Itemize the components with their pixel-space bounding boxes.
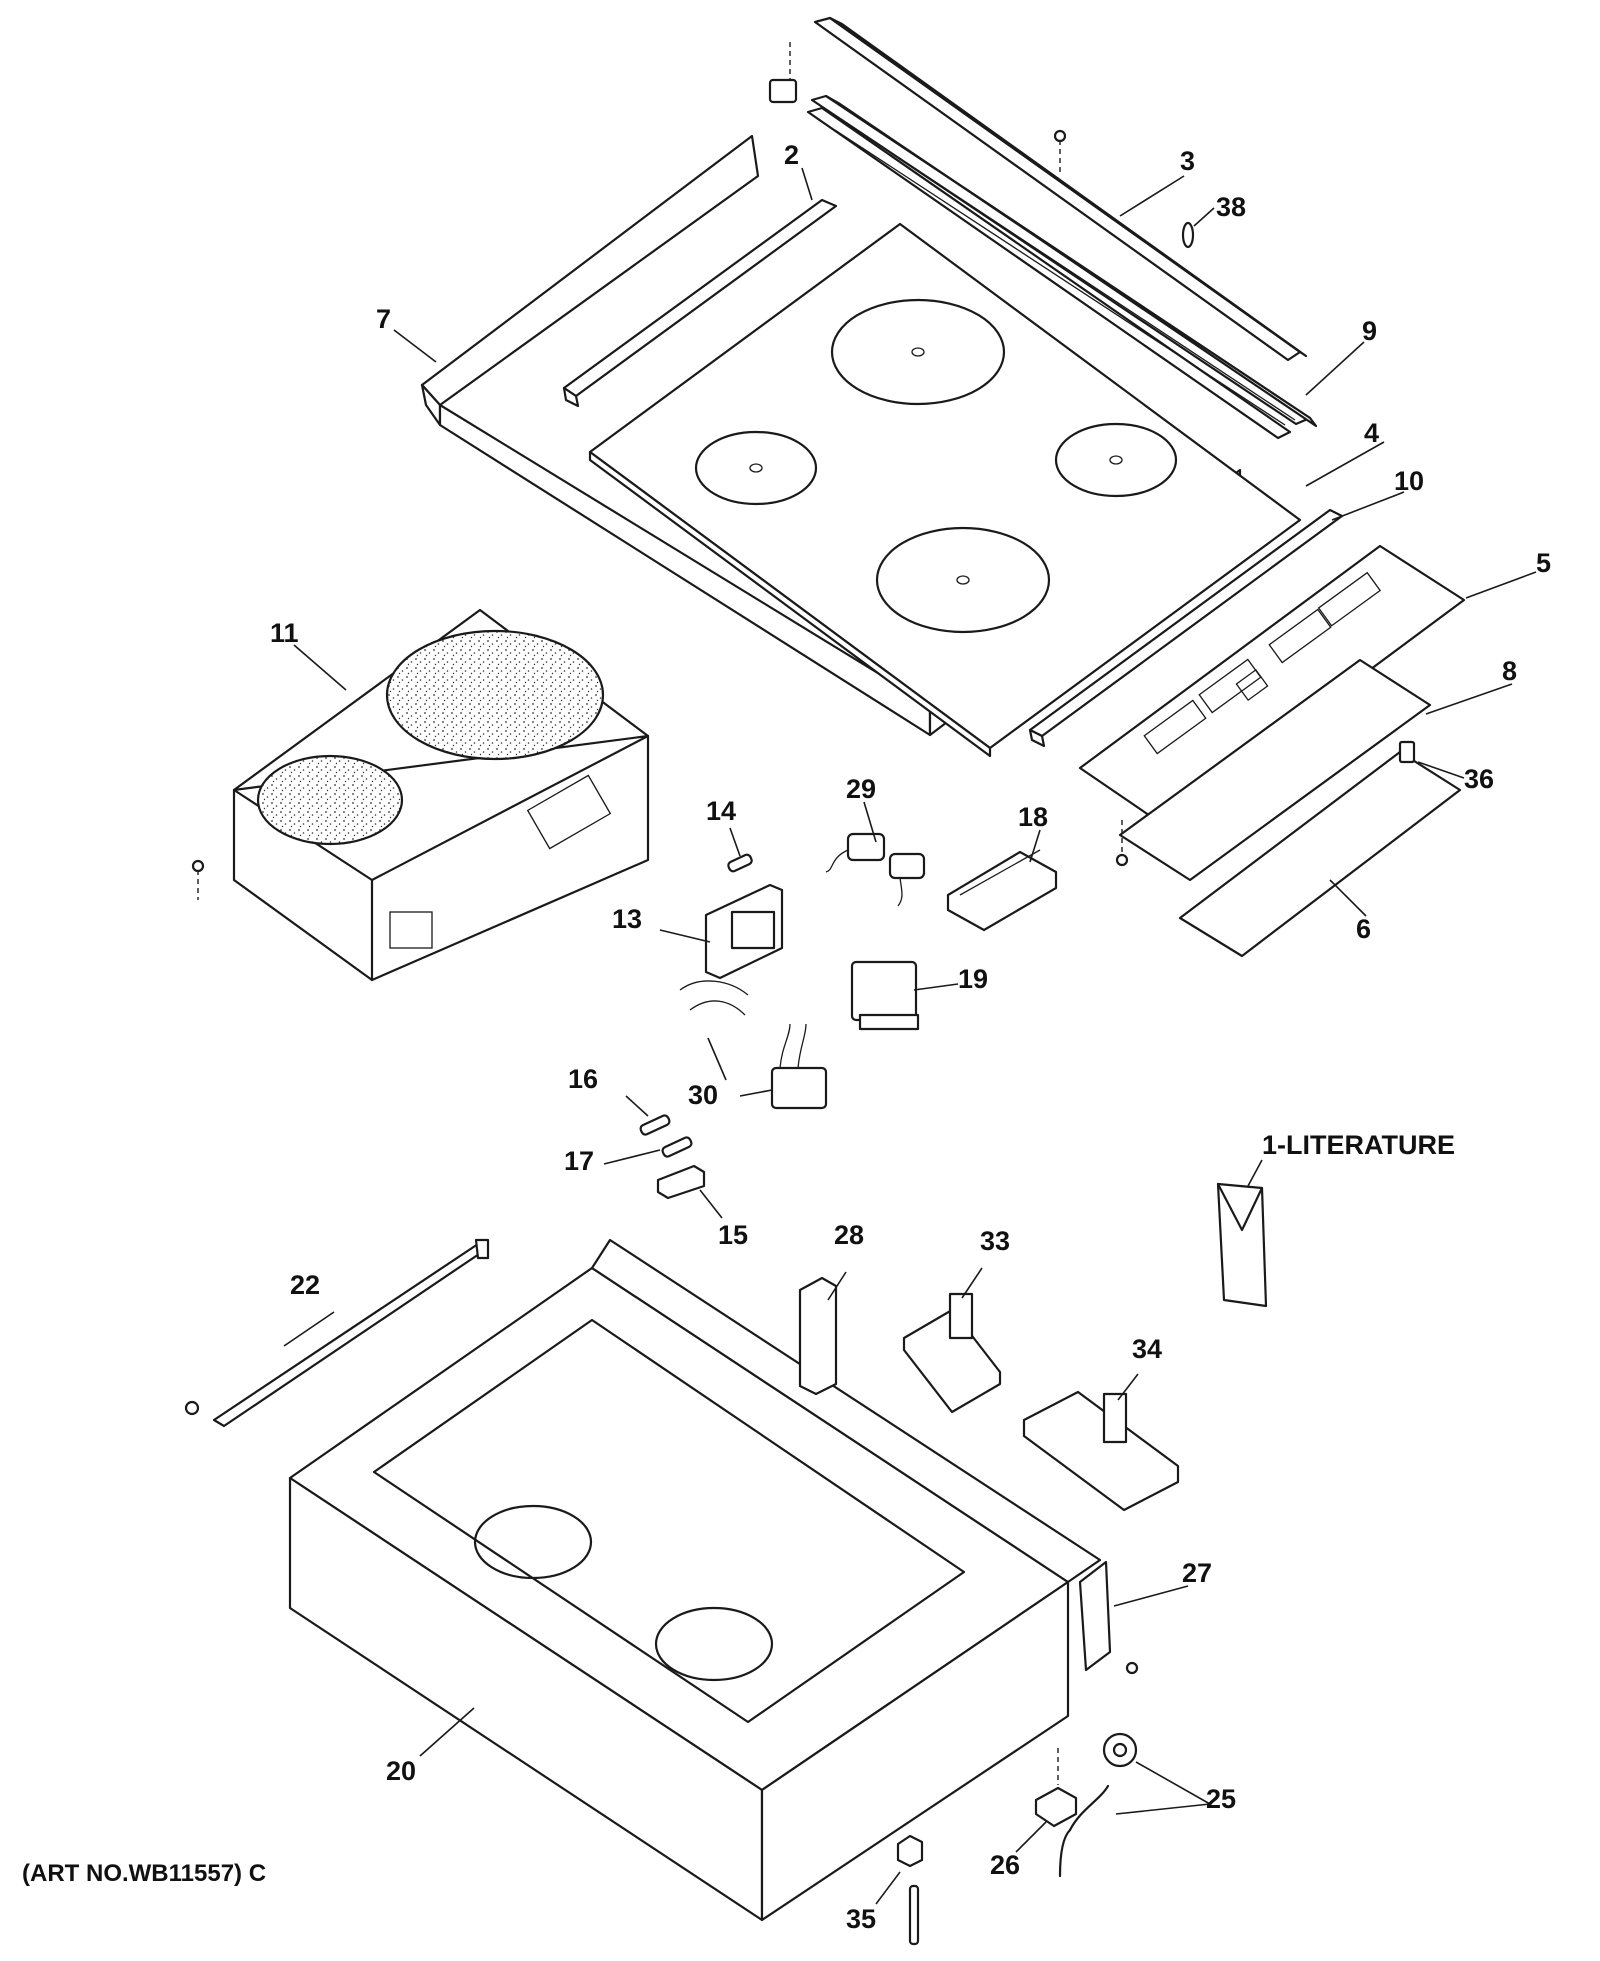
callout-9: 9 xyxy=(1362,316,1378,346)
callout-6: 6 xyxy=(1356,914,1372,944)
rear-trim-rails xyxy=(768,16,1318,440)
callout-26: 26 xyxy=(990,1850,1021,1880)
front-trim xyxy=(562,198,838,408)
callout-10: 10 xyxy=(1394,466,1425,496)
literature-envelope xyxy=(1216,1182,1268,1308)
callout-35: 35 xyxy=(846,1904,877,1934)
callout-27: 27 xyxy=(1182,1558,1213,1588)
callout-7: 7 xyxy=(376,304,392,334)
callout-34: 34 xyxy=(1132,1334,1163,1364)
callout-13: 13 xyxy=(612,904,643,934)
callout-29: 29 xyxy=(846,774,877,804)
callout-11: 11 xyxy=(270,618,299,648)
brackets xyxy=(798,1276,1180,1512)
callout-3: 3 xyxy=(1180,146,1196,176)
element-assembly xyxy=(191,608,650,982)
callout-36: 36 xyxy=(1464,764,1495,794)
control-panel xyxy=(1078,544,1466,958)
callout-19: 19 xyxy=(958,964,989,994)
callout-20: 20 xyxy=(386,1756,417,1786)
callout-2: 2 xyxy=(784,140,800,170)
small-parts xyxy=(639,832,1058,1200)
callout-25: 25 xyxy=(1206,1784,1237,1814)
callout-5: 5 xyxy=(1536,548,1552,578)
callout-38: 38 xyxy=(1216,192,1247,222)
callout-18: 18 xyxy=(1018,802,1049,832)
callout-33: 33 xyxy=(980,1226,1011,1256)
callout-1-literature: 1-LITERATURE xyxy=(1262,1130,1455,1160)
callout-16: 16 xyxy=(568,1064,599,1094)
callout-14: 14 xyxy=(706,796,737,826)
leader-lines xyxy=(283,167,1537,1905)
callout-28: 28 xyxy=(834,1220,865,1250)
glass-cooktop xyxy=(588,222,1302,758)
callout-30: 30 xyxy=(688,1080,719,1110)
callout-8: 8 xyxy=(1502,656,1518,686)
callout-17: 17 xyxy=(564,1146,595,1176)
lower-parts xyxy=(896,1732,1138,1946)
burner-box xyxy=(288,1238,1102,1922)
callout-22: 22 xyxy=(290,1270,321,1300)
bracket-22 xyxy=(184,1238,490,1428)
side-bracket-27 xyxy=(1078,1560,1139,1675)
callout-4: 4 xyxy=(1364,418,1380,448)
callout-15: 15 xyxy=(718,1220,749,1250)
art-number: (ART NO.WB11557) C xyxy=(22,1860,267,1887)
